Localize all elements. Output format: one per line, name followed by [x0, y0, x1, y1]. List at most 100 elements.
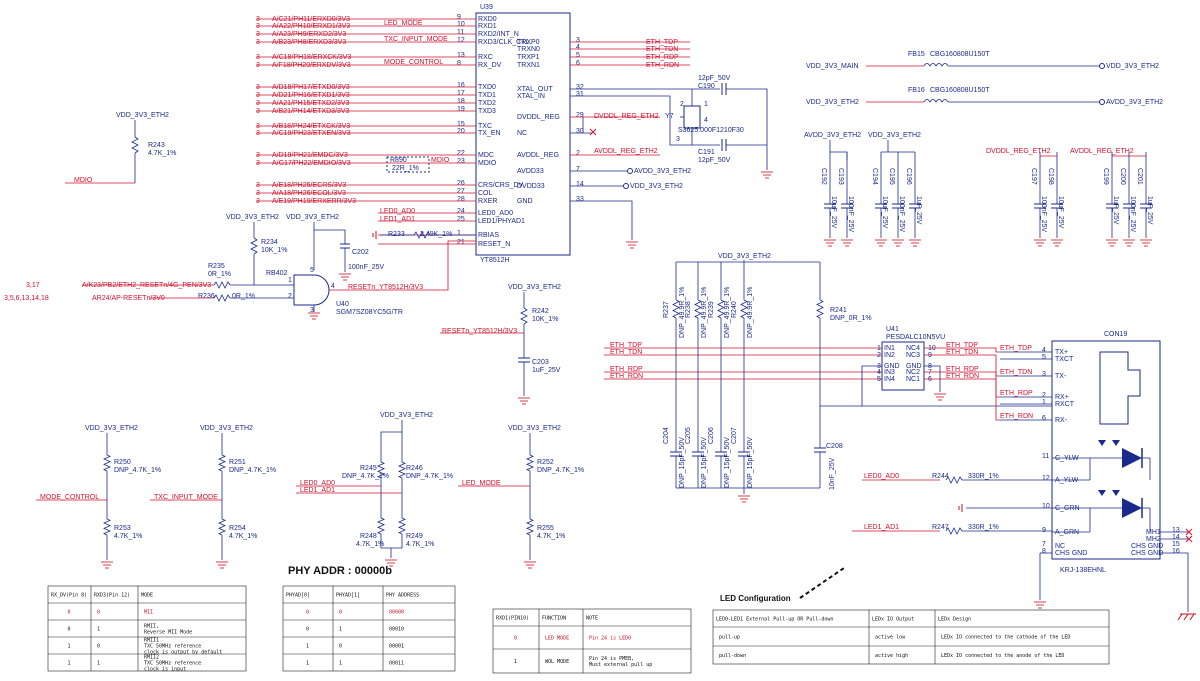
con19-mh-pin-name: CHS GND	[1131, 550, 1163, 557]
u39-led-net: LED0_AD0	[380, 208, 415, 215]
cap-ref: C193	[837, 168, 844, 185]
con19-pin-number: 2	[1042, 392, 1046, 399]
table-border	[47, 585, 247, 672]
table-cell: 1	[97, 627, 100, 633]
wire	[990, 347, 1000, 353]
u41-pin-name: IN1	[884, 345, 895, 352]
u41-pin-number: 6	[928, 376, 932, 383]
u39-pin-name: AVDDL_REG	[517, 152, 559, 159]
crystal-y7[interactable]: Y7 S3625.000F1210F30 2 4 3 1 12pF_50V C1…	[570, 75, 774, 179]
u39-pin-name: RESET_N	[478, 241, 510, 248]
strap-bottom-value: 4.7K_1%	[114, 533, 142, 540]
u40-pin-b: 2	[288, 293, 292, 300]
con-led0-net: LED0_AD0	[864, 473, 899, 480]
u39-pin-net: A/E18/PH25/ECRS/3V3	[272, 182, 346, 189]
u39-pin-net: A/D19/PH21/EMDC/3V3	[272, 152, 348, 159]
u39-pin-net: A/B21/PH14/ETXD3/3V3	[272, 108, 350, 115]
reset-rc[interactable]: VDD_3V3_ETH2 R242 10K_1% RESETn_YT8512H/…	[440, 284, 561, 405]
u39-pin-name: NC	[517, 130, 527, 137]
u39-pin-net: ETH_RDP	[646, 54, 679, 61]
resistor-icon	[717, 299, 725, 319]
resistor-icon	[377, 517, 385, 535]
u41-net-label: ETH_RDN	[946, 373, 979, 380]
con19-bottom-pin-name: NC	[1055, 543, 1065, 550]
u41-pin-number: 2	[877, 352, 881, 359]
r249-value: 4.7K_1%	[406, 541, 434, 548]
u39-strap-net: LED_MODE	[384, 20, 423, 27]
con19-rj45[interactable]: CON19 KRJ-138EHNL TX+4ETH_TDPTXCT5TX-3ET…	[852, 331, 1196, 621]
wire	[380, 534, 403, 549]
ferrite-bead-fb15[interactable]: VDD_3V3_MAIN FB15 CBG160808U150T VDD_3V3…	[806, 51, 1159, 70]
c190-ref: C190	[698, 83, 715, 90]
table-cell: 00010	[389, 627, 404, 633]
term-r-ref: R239	[708, 301, 715, 318]
resistor-icon	[526, 454, 534, 472]
u39-pin-name: AVDD33	[517, 168, 544, 175]
u39-pin-net: A/B18/PH24/ETXCK/3V3	[272, 123, 350, 130]
con19-led-pin-number: 10	[1042, 503, 1050, 510]
u39-pin-alias: 3	[256, 100, 260, 107]
yellow-led-icon	[1089, 440, 1151, 480]
u41-pin-number: 7	[928, 369, 932, 376]
reset-in2-alias: 3,5,6,13,14,18	[4, 295, 49, 302]
r243-ref: R243	[148, 142, 165, 149]
y7-pin2: 2	[680, 101, 684, 108]
r244-ref: R244	[932, 473, 949, 480]
con19-mh-pin-number: 16	[1172, 548, 1180, 555]
caps-avddl-rail: AVDDL_REG_ETH2	[1070, 148, 1134, 155]
fb16-right-rail: AVDD_3V3_ETH2	[1106, 99, 1163, 106]
u39-left-pins: RXD09A/C21/PH11/ERXD0/3V33RXD110A/A22/PH…	[256, 14, 529, 248]
caps-vdd-rail: VDD_3V3_ETH2	[868, 132, 921, 139]
strap-bottom-ref: R255	[537, 525, 554, 532]
u39-pin-net: A/C18/PH18/ERXCK/3V3	[272, 54, 351, 61]
u41-pin-name: IN3	[884, 369, 895, 376]
u39-pin-number: 32	[576, 84, 584, 91]
table-cell: RMII2	[144, 655, 159, 661]
c203-gnd-icon	[517, 397, 531, 405]
table-cell: active high	[875, 653, 908, 659]
table-border	[492, 608, 692, 674]
table-cell: 00001	[389, 644, 404, 650]
con19-pin-number: 3	[1042, 371, 1046, 378]
u39-phy-ic[interactable]: U39 YT8512H RXD09A/C21/PH11/ERXD0/3V33RX…	[256, 4, 691, 264]
cap-ref: C200	[1119, 168, 1126, 185]
u39-pin-name: COL	[478, 190, 493, 197]
reset-in2-net: AR24/AP-RESETn/3V0	[92, 295, 165, 302]
r234-value: 10K_1%	[261, 247, 287, 254]
y7-pin1: 1	[704, 101, 708, 108]
u41-pin-number: 3	[877, 363, 881, 370]
term-c-value: DNP_15pF_50V	[701, 437, 708, 488]
r249-ref: R249	[406, 533, 423, 540]
cap-ref: C194	[871, 168, 878, 185]
con19-led-pin-name: A_YLW	[1055, 477, 1079, 484]
ferrite-bead-fb16[interactable]: VDD_3V3_ETH2 FB16 CBG160808U150T AVDD_3V…	[806, 87, 1163, 106]
term-net-label: ETH_TDN	[610, 349, 642, 356]
avdd-rail-label: AVDD_3V3_ETH2	[634, 168, 691, 175]
con19-led-pin-name: C_YLW	[1055, 455, 1079, 462]
u39-pin-number: 14	[576, 181, 584, 188]
u39-pin-name: RXC	[478, 54, 493, 61]
reset-circuit[interactable]: VDD_3V3_ETH2 VDD_3V3_ETH2 R234 10K_1% C2…	[4, 214, 476, 320]
strap-top-ref: R251	[229, 459, 246, 466]
u39-pin-name: TX_EN	[478, 130, 501, 137]
u41-pin-number: 4	[877, 369, 881, 376]
rb402-label: RB402	[266, 270, 288, 277]
u39-pin-number: 19	[457, 106, 465, 113]
u39-pin-name: RXER	[478, 198, 497, 205]
con19-mh-pin-name: CHS GND	[1131, 543, 1163, 550]
table-header-cell: PHY ADDRESS	[386, 593, 419, 599]
u39-pin-number: 26	[457, 180, 465, 187]
u39-pin-number: 33	[576, 196, 584, 203]
fb16-part: CBG160808U150T	[930, 87, 990, 94]
fb15-ref: FB15	[908, 51, 925, 58]
strap-rail-label: VDD_3V3_ETH2	[380, 412, 433, 419]
cap-value: 1uF_25V	[1112, 196, 1119, 225]
u39-pin-alias: 3	[256, 62, 260, 69]
dvddl-reg-rail: DVDDL_REG_ETH2	[594, 113, 659, 120]
mdio-pullup[interactable]: VDD_3V3_ETH2 R243 4.7K_1% MDIO	[65, 112, 176, 184]
u39-pin-name: TRXP1	[517, 54, 540, 61]
u39-part: YT8512H	[480, 257, 510, 264]
